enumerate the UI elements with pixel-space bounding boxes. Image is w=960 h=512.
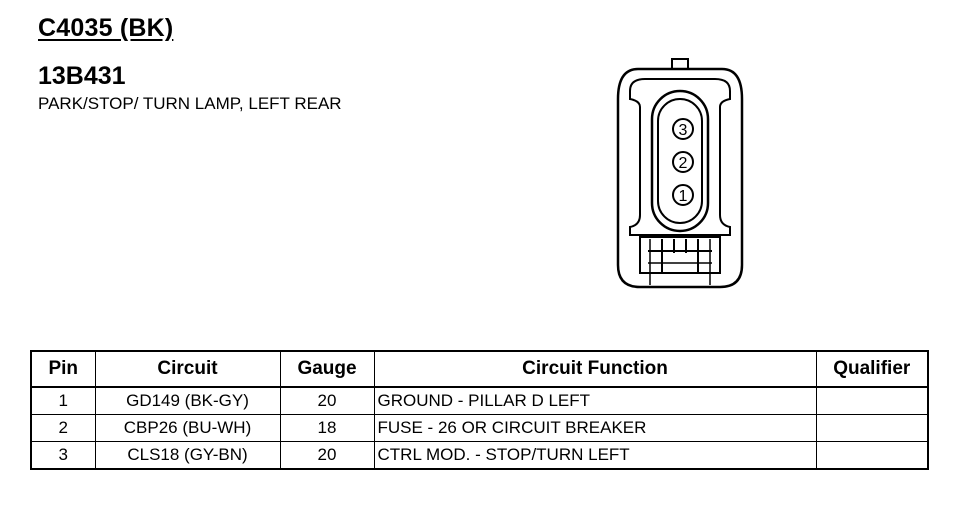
connector-lock-outer xyxy=(639,236,721,274)
connector-housing-inner xyxy=(629,78,731,236)
cavity-tower-inner xyxy=(657,98,703,224)
circuit-function-cell: FUSE - 26 OR CIRCUIT BREAKER xyxy=(373,414,817,442)
cavity-1-circle xyxy=(672,184,694,206)
table-row: 3 CLS18 (GY-BN) 20 CTRL MOD. - STOP/TURN… xyxy=(30,441,929,470)
cavity-tower-outer xyxy=(650,89,710,233)
gauge-cell: 20 xyxy=(279,441,375,470)
column-header-circuit-function: Circuit Function xyxy=(373,350,817,388)
qualifier-cell xyxy=(815,386,929,415)
column-header-gauge: Gauge xyxy=(279,350,375,388)
gauge-cell: 20 xyxy=(279,386,375,415)
connector-latch-tab xyxy=(671,58,689,70)
connector-description: PARK/STOP/ TURN LAMP, LEFT REAR xyxy=(38,94,342,113)
cavity-2-circle xyxy=(672,151,694,173)
connector-face-diagram: 3 2 1 xyxy=(616,58,744,289)
pinout-table: Pin Circuit Gauge Circuit Function Quali… xyxy=(30,350,929,470)
connector-housing-outer xyxy=(616,67,744,289)
column-header-circuit: Circuit xyxy=(94,350,281,388)
column-header-qualifier: Qualifier xyxy=(815,350,929,388)
pin-cell: 3 xyxy=(30,441,96,470)
pin-cell: 1 xyxy=(30,386,96,415)
cavity-3-circle xyxy=(672,118,694,140)
circuit-function-cell: GROUND - PILLAR D LEFT xyxy=(373,386,817,415)
qualifier-cell xyxy=(815,441,929,470)
cavity-2-label: 2 xyxy=(679,155,688,172)
table-row: 2 CBP26 (BU-WH) 18 FUSE - 26 OR CIRCUIT … xyxy=(30,414,929,442)
table-header-row: Pin Circuit Gauge Circuit Function Quali… xyxy=(30,350,929,388)
column-header-pin: Pin xyxy=(30,350,96,388)
circuit-cell: GD149 (BK-GY) xyxy=(94,386,281,415)
circuit-function-cell: CTRL MOD. - STOP/TURN LEFT xyxy=(373,441,817,470)
gauge-cell: 18 xyxy=(279,414,375,442)
table-row: 1 GD149 (BK-GY) 20 GROUND - PILLAR D LEF… xyxy=(30,386,929,415)
circuit-cell: CLS18 (GY-BN) xyxy=(94,441,281,470)
connector-id: C4035 (BK) xyxy=(38,14,174,42)
qualifier-cell xyxy=(815,414,929,442)
cavity-3-label: 3 xyxy=(679,122,688,139)
cavity-1-label: 1 xyxy=(679,188,688,205)
part-number: 13B431 xyxy=(38,62,126,90)
circuit-cell: CBP26 (BU-WH) xyxy=(94,414,281,442)
pin-cell: 2 xyxy=(30,414,96,442)
